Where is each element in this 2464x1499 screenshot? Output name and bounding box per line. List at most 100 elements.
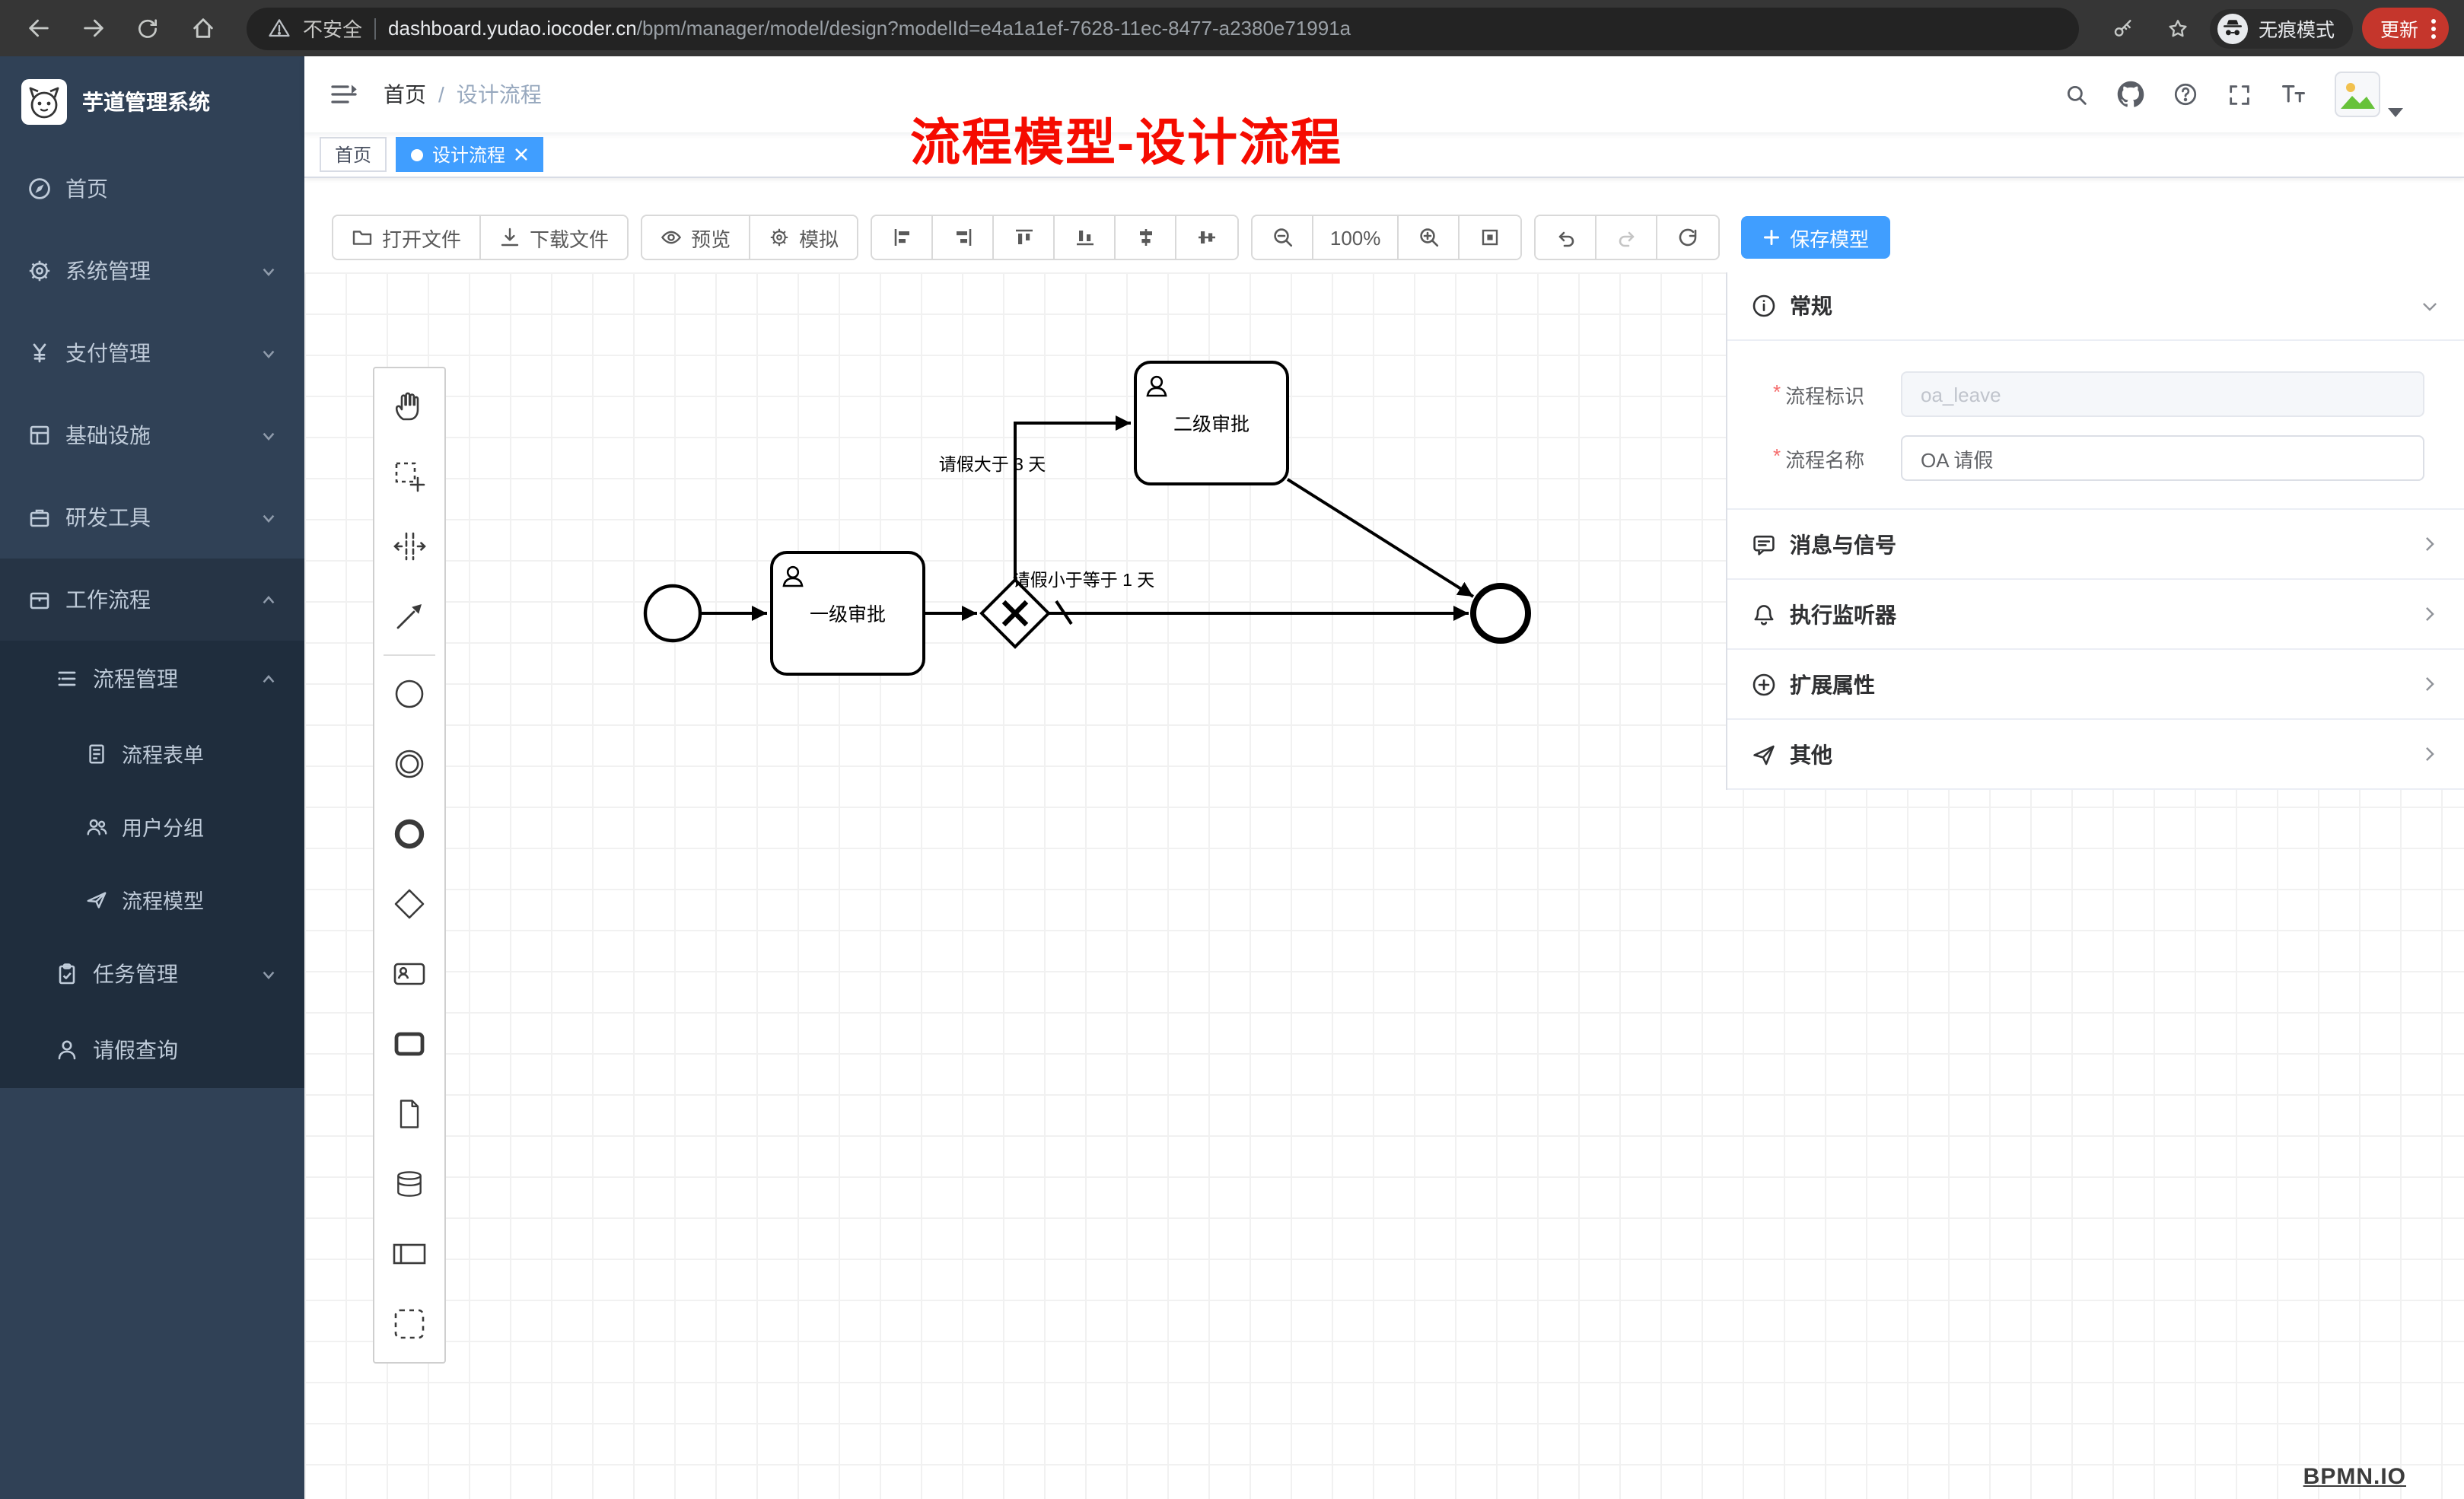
sidebar-item-workflow[interactable]: 工作流程: [0, 559, 304, 641]
section-other[interactable]: 其他: [1727, 720, 2464, 790]
sidebar-item-system[interactable]: 系统管理: [0, 230, 304, 312]
update-label: 更新: [2380, 20, 2418, 41]
update-button[interactable]: 更新: [2361, 8, 2449, 49]
chevron-down-icon: [260, 263, 277, 279]
button-label: 打开文件: [382, 228, 462, 250]
create-call-activity-icon[interactable]: [374, 1009, 444, 1079]
back-icon[interactable]: [15, 5, 61, 51]
create-pool-icon[interactable]: [374, 1219, 444, 1289]
kebab-menu-icon[interactable]: [2431, 18, 2437, 39]
chevron-up-icon: [260, 670, 277, 687]
send-icon: [85, 888, 108, 911]
sidebar-item-devtools[interactable]: 研发工具: [0, 476, 304, 559]
bpmn-canvas[interactable]: 一级审批: [304, 272, 2464, 1499]
start-event[interactable]: [643, 584, 702, 643]
create-file-icon[interactable]: [374, 1079, 444, 1149]
section-general[interactable]: 常规: [1727, 272, 2464, 341]
align-bottom-button[interactable]: [1055, 216, 1116, 259]
process-name-input[interactable]: [1901, 435, 2424, 481]
refresh-button[interactable]: [1657, 216, 1719, 259]
lasso-tool-icon[interactable]: [374, 441, 444, 511]
align-center-button[interactable]: [1116, 216, 1177, 259]
space-tool-icon[interactable]: [374, 511, 444, 581]
person-icon: [55, 1038, 79, 1062]
create-data-store-icon[interactable]: [374, 1149, 444, 1219]
sidebar-fold-icon[interactable]: [329, 79, 359, 110]
tag-label: 首页: [335, 145, 372, 166]
bell-icon: [1752, 602, 1776, 626]
required-mark: *: [1773, 444, 1781, 466]
hand-tool-icon[interactable]: [374, 371, 444, 441]
github-icon[interactable]: [2117, 81, 2144, 108]
fullscreen-icon[interactable]: [2227, 81, 2252, 107]
sidebar-item-home[interactable]: 首页: [0, 148, 304, 230]
undo-button[interactable]: [1536, 216, 1597, 259]
field-label: *流程标识: [1773, 380, 1865, 407]
chevron-right-icon: [2420, 674, 2440, 694]
app-logo[interactable]: 芋道管理系统: [0, 56, 304, 148]
home-icon[interactable]: [180, 5, 225, 51]
sidebar-item-process-mgmt[interactable]: 流程管理: [0, 641, 304, 717]
align-left-button[interactable]: [872, 216, 934, 259]
create-exclusive-gateway-icon[interactable]: [374, 869, 444, 939]
user-avatar[interactable]: [2335, 72, 2403, 117]
sidebar-item-leave-query[interactable]: 请假查询: [0, 1012, 304, 1088]
reload-icon[interactable]: [125, 5, 170, 51]
create-user-task-icon[interactable]: [374, 939, 444, 1009]
end-event[interactable]: [1470, 583, 1531, 644]
align-right-button[interactable]: [933, 216, 995, 259]
tag-home[interactable]: 首页: [320, 137, 387, 172]
sidebar-item-infrastructure[interactable]: 基础设施: [0, 394, 304, 476]
save-model-button[interactable]: 保存模型: [1741, 216, 1891, 259]
bpmn-io-watermark[interactable]: BPMN.IO: [2303, 1464, 2406, 1490]
forward-icon[interactable]: [70, 5, 116, 51]
compass-icon: [27, 177, 52, 201]
sidebar-item-user-groups[interactable]: 用户分组: [0, 790, 304, 863]
create-start-event-icon[interactable]: [374, 659, 444, 729]
tag-design-process[interactable]: 设计流程: [396, 137, 544, 172]
create-end-event-icon[interactable]: [374, 799, 444, 869]
create-intermediate-event-icon[interactable]: [374, 729, 444, 799]
message-icon: [1752, 532, 1776, 556]
search-icon[interactable]: [2064, 81, 2090, 107]
download-file-button[interactable]: 下载文件: [481, 216, 628, 259]
gear-icon: [27, 259, 52, 283]
open-file-button[interactable]: 打开文件: [333, 216, 482, 259]
address-bar[interactable]: 不安全 dashboard.yudao.iocoder.cn/bpm/manag…: [247, 7, 2079, 49]
exclusive-gateway[interactable]: [979, 578, 1051, 649]
sidebar-item-task-mgmt[interactable]: 任务管理: [0, 936, 304, 1012]
section-extended-attributes[interactable]: 扩展属性: [1727, 650, 2464, 720]
redo-button[interactable]: [1597, 216, 1658, 259]
breadcrumb-home[interactable]: 首页: [384, 82, 426, 107]
align-top-button[interactable]: [994, 216, 1055, 259]
simulate-button[interactable]: 模拟: [750, 216, 858, 259]
sidebar-item-payment[interactable]: 支付管理: [0, 312, 304, 394]
sidebar-item-process-model[interactable]: 流程模型: [0, 863, 304, 936]
preview-button[interactable]: 预览: [642, 216, 751, 259]
sidebar-item-label: 研发工具: [65, 505, 151, 530]
key-icon[interactable]: [2100, 5, 2146, 51]
font-size-icon[interactable]: [2280, 81, 2307, 108]
close-icon[interactable]: [514, 148, 528, 161]
sidebar-item-label: 用户分组: [122, 817, 204, 840]
flow-task2-end[interactable]: [1286, 478, 1475, 598]
section-messages-signals[interactable]: 消息与信号: [1727, 510, 2464, 580]
user-task-level1[interactable]: 一级审批: [770, 551, 925, 676]
zoom-in-button[interactable]: [1399, 216, 1460, 259]
section-execution-listeners[interactable]: 执行监听器: [1727, 580, 2464, 650]
process-key-input[interactable]: [1901, 371, 2424, 417]
zoom-reset-button[interactable]: [1460, 216, 1521, 259]
align-middle-button[interactable]: [1176, 216, 1238, 259]
sidebar-item-label: 工作流程: [65, 587, 151, 612]
sidebar-item-process-form[interactable]: 流程表单: [0, 717, 304, 790]
user-task-level2[interactable]: 二级审批: [1134, 361, 1289, 485]
sequence-flows[interactable]: [700, 415, 1475, 625]
zoom-out-button[interactable]: [1253, 216, 1314, 259]
flow-gateway-task2[interactable]: [1014, 415, 1131, 580]
global-connect-tool-icon[interactable]: [374, 581, 444, 651]
bookmark-star-icon[interactable]: [2155, 5, 2201, 51]
browser-chrome: 不安全 dashboard.yudao.iocoder.cn/bpm/manag…: [0, 0, 2464, 56]
help-icon[interactable]: [2172, 81, 2199, 108]
create-group-icon[interactable]: [374, 1289, 444, 1359]
